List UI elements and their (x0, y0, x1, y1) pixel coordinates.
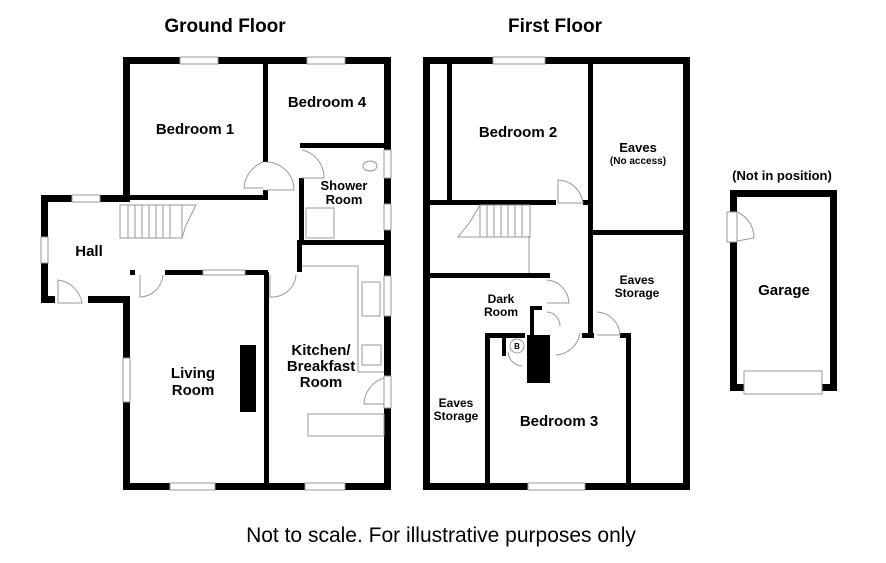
window (383, 203, 392, 231)
room-label-dark-room-line2: Room (484, 305, 518, 319)
window (383, 149, 392, 179)
room-label-garage: Garage (758, 282, 810, 299)
staircase (119, 204, 197, 239)
room-label-shower-line1: Shower (321, 178, 368, 193)
room-label-hall: Hall (75, 243, 103, 260)
window (383, 375, 392, 409)
room-label-eaves-storage-right-line1: Eaves (620, 273, 655, 287)
door (269, 274, 297, 298)
staircase (456, 204, 531, 238)
door (265, 161, 295, 191)
window (40, 236, 49, 264)
door (555, 332, 581, 356)
room-label-bedroom-2: Bedroom 2 (479, 124, 557, 141)
door (507, 351, 523, 367)
garage-door-frame (726, 211, 738, 243)
hob-icon (361, 344, 382, 366)
boiler-label: B (514, 342, 520, 351)
room-label-eaves-storage-right-line2: Storage (615, 286, 660, 300)
window (71, 194, 101, 203)
garage-note: (Not in position) (732, 168, 832, 183)
room-label-eaves: Eaves (619, 140, 657, 155)
window (527, 482, 586, 491)
window (492, 56, 546, 65)
garage-up-and-over-door (743, 370, 823, 395)
worktop (302, 265, 384, 373)
room-label-bedroom-1: Bedroom 1 (156, 121, 234, 138)
room-label-living-line1: Living (171, 365, 215, 382)
first-floor-title: First Floor (508, 16, 603, 37)
chimney-breast (527, 335, 550, 383)
boiler-icon (509, 338, 525, 354)
window (383, 275, 392, 317)
ground-floor-plan: Bedroom 1 Bedroom 4 Shower Room Hall Liv… (40, 56, 392, 491)
toilet-icon (362, 160, 378, 172)
garage-plan: Garage (726, 190, 837, 395)
ground-floor-title: Ground Floor (164, 16, 286, 37)
room-label-shower-line2: Room (326, 192, 363, 207)
door (546, 279, 570, 304)
room-label-kitchen-line3: Room (300, 374, 343, 391)
door (736, 211, 755, 242)
window (306, 56, 346, 65)
room-label-dark-room-line1: Dark (488, 292, 515, 306)
window (169, 482, 216, 491)
door (546, 311, 561, 327)
back-door (363, 377, 385, 405)
room-label-eaves-storage-left-line1: Eaves (439, 396, 474, 410)
door (243, 161, 264, 189)
door (596, 311, 621, 336)
room-label-living-line2: Room (172, 382, 215, 399)
disclaimer: Not to scale. For illustrative purposes … (246, 524, 636, 547)
door (139, 274, 164, 298)
sink-icon (361, 281, 381, 317)
door (557, 179, 584, 204)
room-label-eaves-note: (No access) (610, 156, 666, 167)
window (122, 357, 131, 403)
breakfast-bar (307, 413, 385, 437)
first-floor-plan: B Bedroom 2 Eaves (No access) Eaves Stor… (423, 56, 690, 491)
room-label-bedroom-3: Bedroom 3 (520, 413, 598, 430)
room-label-kitchen-line2: Breakfast (287, 358, 355, 375)
room-label-kitchen-line1: Kitchen/ (291, 342, 351, 359)
chimney-breast (240, 345, 256, 412)
window (179, 56, 219, 65)
door (301, 149, 325, 179)
front-door (57, 279, 83, 304)
window (304, 482, 346, 491)
room-label-eaves-storage-left-line2: Storage (434, 409, 479, 423)
room-label-bedroom-4: Bedroom 4 (288, 94, 367, 111)
shower-tray-icon (305, 207, 335, 239)
